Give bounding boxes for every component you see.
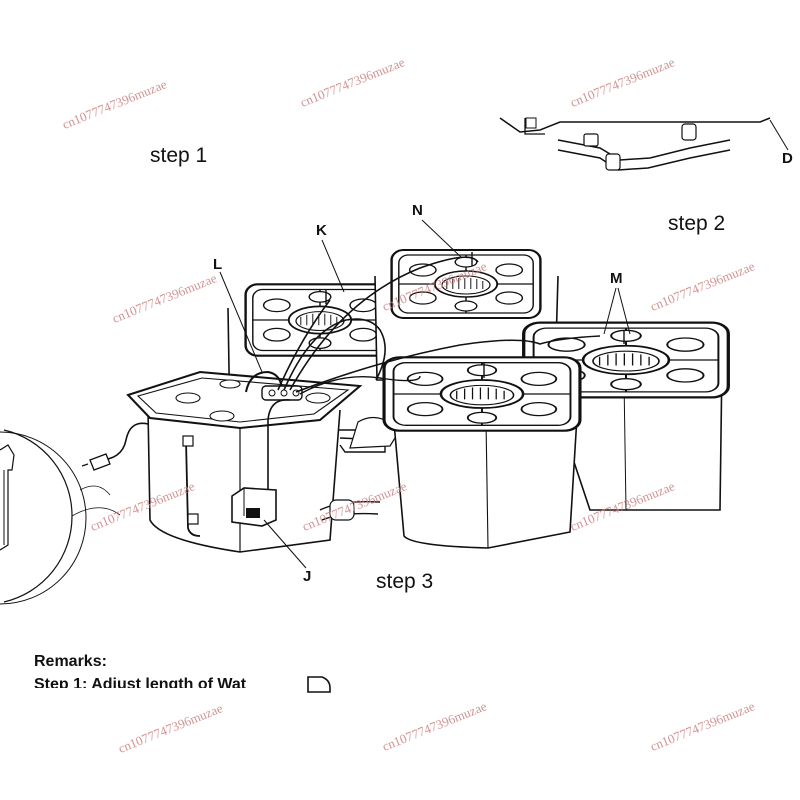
detail-circle	[0, 429, 121, 605]
step-3-label: step 3	[376, 570, 434, 593]
callout-k: K	[316, 222, 327, 239]
callout-leaders	[219, 219, 631, 569]
step2-manifold-fragment	[499, 117, 789, 171]
remarks-icon	[307, 676, 331, 693]
remarks-text: Step 1: Adjust length of Wat	[34, 676, 247, 688]
reservoir-bucket	[81, 370, 363, 553]
callout-m: M	[610, 270, 623, 287]
callout-l: L	[213, 256, 223, 273]
drip-tubes	[277, 252, 625, 395]
callout-d: D	[782, 150, 793, 167]
bucket-front-middle	[382, 355, 582, 549]
step-1-label: step 1	[150, 144, 208, 167]
step-2-label: step 2	[668, 212, 726, 235]
pump	[231, 487, 277, 527]
callout-j: J	[303, 568, 312, 585]
remarks-heading: Remarks:	[34, 653, 107, 670]
callout-n: N	[412, 202, 423, 219]
